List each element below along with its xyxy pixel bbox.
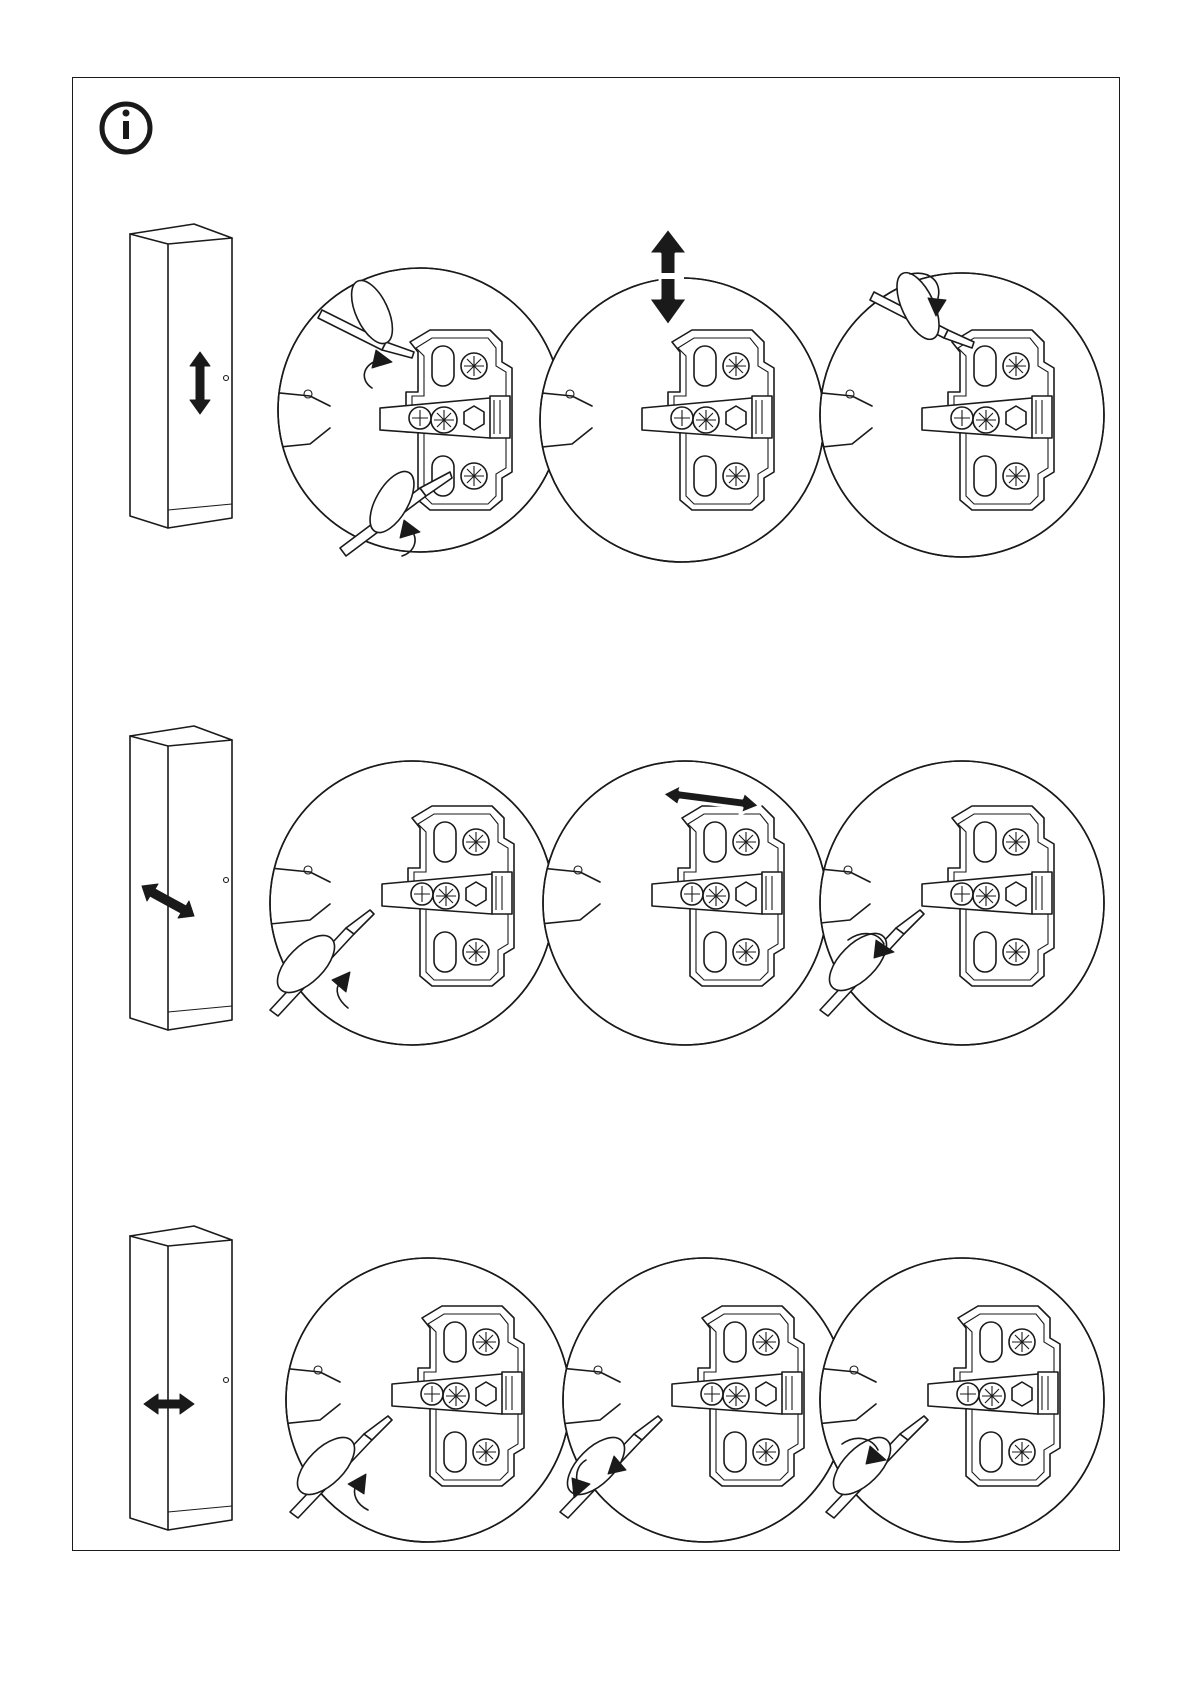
- depth-panel-3: [790, 761, 1104, 1045]
- vertical-panel-1: [250, 268, 562, 556]
- depth-panel-2: [520, 761, 827, 1045]
- info-circle-icon: [102, 104, 150, 152]
- depth-panel-1: [250, 761, 554, 1045]
- wardrobe-vertical: [130, 224, 232, 528]
- vertical-panel-2: [512, 228, 824, 562]
- side-panel-2: [540, 1258, 847, 1542]
- side-panel-3: [796, 1258, 1104, 1542]
- side-panel-1: [260, 1258, 570, 1542]
- wardrobe-depth: [130, 726, 232, 1030]
- vertical-panel-3: [792, 267, 1104, 557]
- wardrobe-side: [130, 1226, 232, 1530]
